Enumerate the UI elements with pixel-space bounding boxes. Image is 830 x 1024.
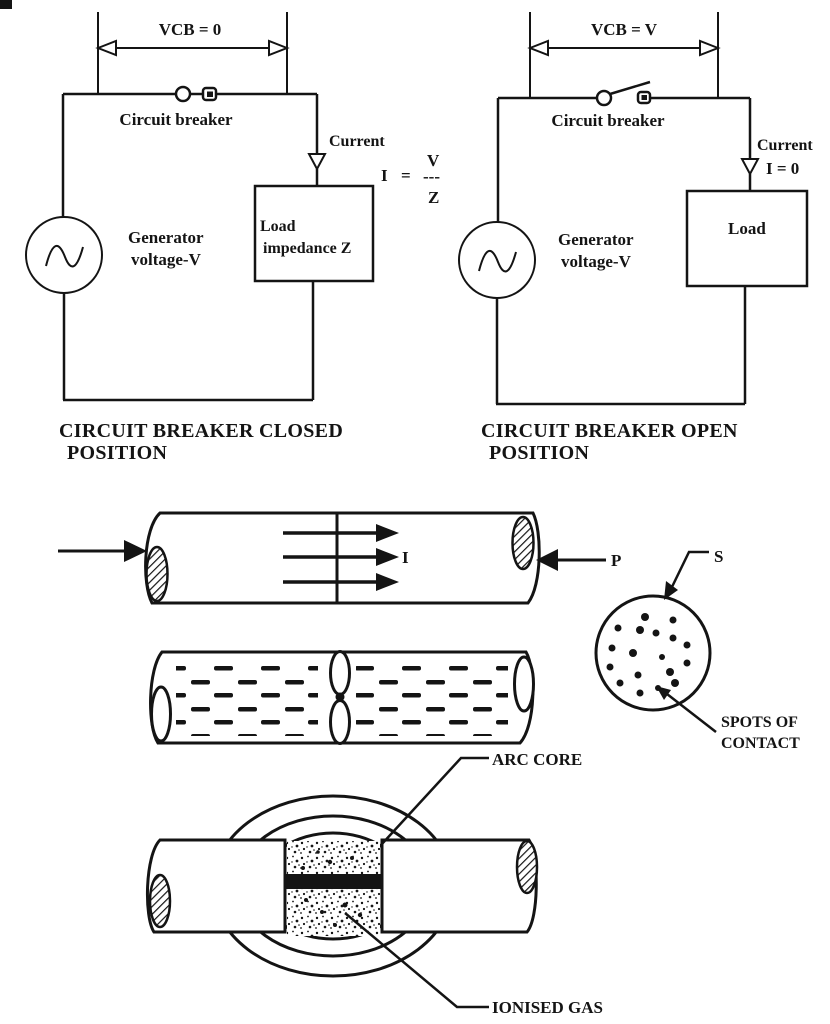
- rod-end: [513, 655, 535, 713]
- rod-end-hatched: [511, 515, 535, 571]
- arc-core-label: ARC CORE: [492, 750, 582, 769]
- leader-arrowhead-icon: [664, 581, 678, 600]
- right-circuit-open: VCB = V Circuit breaker Current I = 0 Lo…: [458, 12, 813, 464]
- left-circuit-closed: VCB = 0 Circuit breaker Current Load imp…: [25, 12, 440, 464]
- caption-closed-line1: CIRCUIT BREAKER CLOSED: [59, 420, 343, 442]
- arc-diagram: ARC CORE IONISED GAS: [145, 750, 603, 1017]
- rod-end: [150, 685, 172, 743]
- current-value-right: I = 0: [766, 159, 799, 178]
- pressure-label: P: [611, 551, 621, 570]
- arc-core-leader-line: [380, 756, 489, 846]
- breaker-contact-icon: [595, 89, 613, 107]
- current-arrow-label: I: [402, 548, 409, 567]
- gas-speckle-clusters: [301, 850, 363, 927]
- load-label-right: Load: [728, 219, 766, 238]
- rod-end-hatched: [515, 839, 539, 895]
- contact-rod-closed: I P: [58, 511, 621, 605]
- generator-label-line1: Generator: [558, 230, 634, 249]
- ionised-gas-label: IONISED GAS: [492, 998, 603, 1017]
- breaker-label-left: Circuit breaker: [119, 110, 233, 129]
- caption-open-line2: POSITION: [489, 442, 589, 464]
- pressure-arrowhead-icon: [124, 540, 147, 562]
- spots-label-line2: CONTACT: [721, 735, 800, 752]
- arc-core-band: [285, 874, 382, 889]
- current-arrow-icon: [740, 158, 760, 177]
- load-label-line1: Load: [260, 218, 296, 235]
- ionised-gas-region: [287, 889, 380, 936]
- dimension-arrowhead-icon: [268, 39, 290, 57]
- load-box: [253, 184, 375, 283]
- pressure-arrowhead-icon: [536, 549, 558, 571]
- arc-rod-right: [380, 838, 538, 934]
- generator-label-line2: voltage-V: [561, 252, 632, 271]
- dimension-arrowhead-icon: [527, 39, 549, 57]
- separating-contact-face: [329, 650, 351, 696]
- contact-rod-separating: [149, 650, 535, 745]
- arc-rod-left: [145, 838, 287, 934]
- load-label-line2: impedance Z: [263, 240, 351, 257]
- caption-open-line1: CIRCUIT BREAKER OPEN: [481, 420, 738, 442]
- contact-spots-circle: S SPOTS OF CONTACT: [594, 547, 800, 752]
- current-label-right: Current: [757, 137, 813, 154]
- sine-wave-icon: [478, 250, 517, 273]
- breaker-contact-icon: [174, 85, 192, 103]
- current-flow-arrows: [283, 524, 399, 591]
- surface-leader-line: [669, 550, 709, 590]
- formula-equals: =: [401, 166, 411, 185]
- formula-lhs: I: [381, 166, 388, 185]
- rod-end-hatched: [145, 545, 169, 603]
- contact-surface: [594, 594, 712, 712]
- ionised-gas-leader-line: [344, 912, 489, 1009]
- vcb-label-left: VCB = 0: [159, 20, 222, 39]
- dimension-arrowhead-icon: [699, 39, 721, 57]
- current-formula: I = V --- Z: [381, 151, 440, 207]
- surface-label: S: [714, 547, 723, 566]
- breaker-contact-dot: [641, 95, 647, 100]
- breaker-label-right: Circuit breaker: [551, 111, 665, 130]
- scan-artifact: [0, 0, 12, 9]
- rod-end-hatched: [148, 873, 172, 929]
- vcb-label-right: VCB = V: [591, 20, 658, 39]
- sine-wave-icon: [45, 245, 84, 268]
- current-dash-field: [356, 660, 508, 736]
- current-arrow-icon: [307, 153, 327, 172]
- current-label-left: Current: [329, 133, 385, 150]
- breaker-open-blade: [609, 80, 651, 96]
- last-contact-point: [335, 692, 345, 702]
- generator-label-line2: voltage-V: [131, 250, 202, 269]
- generator-label-line1: Generator: [128, 228, 204, 247]
- leader-arrowhead-icon: [656, 686, 671, 700]
- caption-closed-line2: POSITION: [67, 442, 167, 464]
- formula-denominator: Z: [428, 188, 439, 207]
- ionised-gas-region: [287, 841, 380, 874]
- separating-contact-face: [329, 699, 351, 745]
- spots-leader-line: [666, 693, 717, 733]
- current-dash-field: [176, 660, 318, 736]
- spots-label-line1: SPOTS OF: [721, 714, 798, 731]
- breaker-contact-dot: [207, 91, 213, 97]
- formula-fraction-bar: ---: [423, 167, 440, 186]
- load-box: [685, 189, 809, 288]
- dimension-arrowhead-icon: [95, 39, 117, 57]
- formula-numerator: V: [427, 151, 440, 170]
